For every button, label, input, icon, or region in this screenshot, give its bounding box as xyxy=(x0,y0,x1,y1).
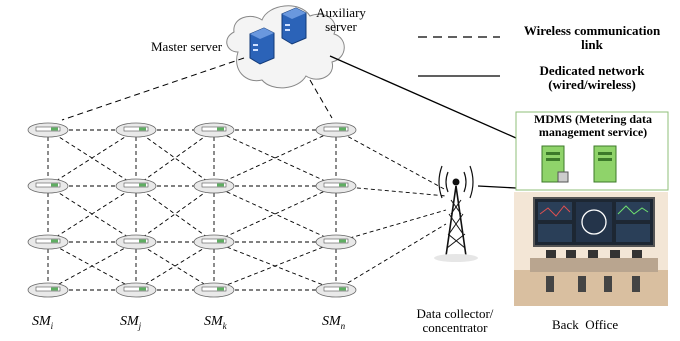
mesh-link xyxy=(213,241,337,291)
mesh-link xyxy=(213,129,337,187)
smart-meter-icon xyxy=(193,122,235,138)
mdms-label: MDMS (Metering data management service) xyxy=(534,112,652,140)
mesh-link xyxy=(47,129,137,187)
smart-meter-icon xyxy=(27,122,69,138)
mesh-link xyxy=(335,223,447,291)
smart-meter-icon xyxy=(193,178,235,194)
cloud-icon xyxy=(226,5,345,89)
mesh-link xyxy=(135,241,215,291)
server-icon xyxy=(541,145,569,183)
smart-meter-grid xyxy=(27,122,357,298)
mesh-link xyxy=(335,185,447,197)
meter-label-k: SMk xyxy=(204,314,227,332)
mesh-link xyxy=(135,129,215,187)
meter-label-subscript: i xyxy=(50,320,54,331)
smart-meter-icon xyxy=(193,282,235,298)
smart-meter-icon xyxy=(315,122,357,138)
mesh-link xyxy=(135,129,215,187)
smart-meter-icon xyxy=(115,122,157,138)
dedicated-links xyxy=(329,55,517,189)
legend-wireless-label: Wireless communication link xyxy=(523,23,661,53)
auxiliary-server-label: Auxiliary server xyxy=(316,5,366,35)
cloud-mesh-links xyxy=(61,57,333,121)
smart-meter-icon xyxy=(115,234,157,250)
mesh-link xyxy=(335,129,447,191)
server-icon xyxy=(593,145,617,183)
mesh-link xyxy=(135,185,215,243)
server-icon xyxy=(281,7,307,45)
smart-meter-icon xyxy=(193,234,235,250)
meter-label-n: SMn xyxy=(322,314,345,332)
smart-meter-icon xyxy=(315,234,357,250)
smart-meter-icon xyxy=(315,178,357,194)
meter-label-j: SMj xyxy=(120,314,141,332)
mesh-link xyxy=(213,129,337,187)
smart-meter-icon xyxy=(27,178,69,194)
meter-label-subscript: j xyxy=(138,320,142,331)
meter-label-subscript: k xyxy=(222,320,227,331)
antenna-tower-icon xyxy=(434,165,478,262)
meter-label-subscript: n xyxy=(340,320,346,331)
mesh-links xyxy=(47,129,447,291)
master-server-label: Master server xyxy=(151,39,223,54)
meter-label-i: SMi xyxy=(32,314,53,332)
meter-label-text: SM xyxy=(322,314,341,329)
back-office-label: Back Office xyxy=(552,317,619,332)
smart-meter-icon xyxy=(115,282,157,298)
smart-meter-icon xyxy=(27,234,69,250)
mesh-link xyxy=(47,185,137,243)
mesh-link xyxy=(335,209,447,243)
mesh-link xyxy=(213,185,337,243)
meter-label-text: SM xyxy=(32,314,51,329)
server-icon xyxy=(249,27,275,65)
meter-label-text: SM xyxy=(120,314,139,329)
legend-dedicated-label: Dedicated network (wired/wireless) xyxy=(539,63,645,93)
mesh-link xyxy=(47,241,137,291)
smart-meter-icon xyxy=(315,282,357,298)
mesh-link xyxy=(135,185,215,243)
collector-label: Data collector/ concentrator xyxy=(416,306,494,336)
mdms-panel xyxy=(515,111,669,191)
smart-meter-icon xyxy=(115,178,157,194)
smart-meter-icon xyxy=(27,282,69,298)
meter-label-text: SM xyxy=(204,314,223,329)
mesh-link xyxy=(213,185,337,243)
control-room-icon xyxy=(514,192,668,306)
